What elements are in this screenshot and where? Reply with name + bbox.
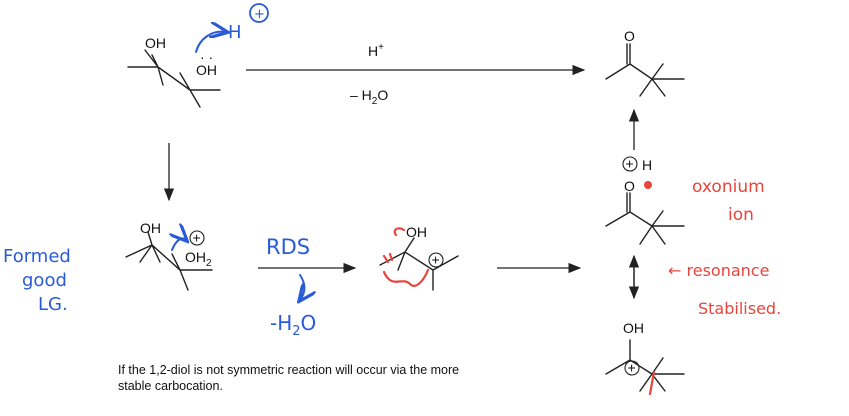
red-lone-pair-arrow [393, 227, 406, 237]
red-highlight-ticks [382, 252, 394, 264]
protonation-annotation: H + [195, 3, 269, 53]
oh-label: OH [140, 220, 161, 236]
top-reaction-arrow: H+ – H2O [246, 42, 586, 107]
rds-arrow: RDS -H2O [258, 235, 357, 339]
top-arrow-byproduct: – H2O [350, 87, 388, 107]
oh2-label: OH2 [185, 249, 212, 269]
minus-h2o-hand: -H2O [270, 311, 316, 339]
resonance-line-2: Stabilised. [698, 299, 781, 318]
oxonium-structure: O + H [605, 156, 685, 245]
resonance-plus-icon [624, 360, 640, 376]
resonance-note: ← resonance Stabilised. [668, 261, 781, 318]
oxonium-plus-icon [622, 156, 638, 172]
plus-circle-icon [249, 3, 269, 23]
carbocation-plus-sign: + [432, 252, 440, 268]
resonance-plus-sign: + [628, 360, 636, 376]
rds-label: RDS [266, 235, 310, 259]
oxonium-h-label: H [642, 157, 652, 173]
red-methyl-shift-arrow [382, 268, 430, 287]
red-charge-dot-icon [644, 181, 652, 189]
oxonium-line-2: ion [728, 205, 754, 225]
carbocation-plus-icon [428, 252, 444, 268]
protonated-diol-structure: OH OH2 + [125, 220, 213, 291]
pinacolone-o-label: O [624, 28, 635, 44]
note-line-3: LG. [38, 294, 68, 315]
resonance-oh-label: OH [623, 320, 644, 336]
carbocation-structure: OH + [379, 224, 459, 291]
pinacolone-structure: O [605, 28, 685, 97]
red-bond-highlight [648, 370, 656, 396]
plus-charge-sign: + [193, 230, 201, 246]
pinacol-structure: OH OH · · [127, 35, 221, 108]
pinacol-oh-label: OH [145, 35, 166, 51]
oxonium-o-label: O [624, 178, 635, 194]
carbocation-oh-label: OH [406, 224, 427, 240]
lone-pair-dots: · · [200, 49, 213, 65]
pinacol-oh-label-2: OH [196, 62, 217, 78]
footnote-text: If the 1,2-diol is not symmetric reactio… [118, 363, 460, 393]
top-arrow-reagent: H+ [368, 42, 384, 59]
note-line-2: good [22, 270, 67, 291]
resonance-line-1: ← resonance [668, 261, 769, 280]
resonance-cation-structure: OH + [605, 320, 685, 396]
note-line-1: Formed [3, 246, 71, 267]
oxonium-plus-sign: + [626, 156, 634, 172]
oxonium-note: oxonium ion [692, 177, 765, 225]
oxonium-line-1: oxonium [692, 177, 765, 197]
h-plus-sign: + [254, 7, 265, 22]
loss-arrow [300, 274, 305, 300]
bond-cleavage-arrow [172, 238, 186, 251]
formed-good-lg-note: Formed good LG. [3, 246, 71, 315]
h-plus-hand: H [228, 22, 242, 43]
